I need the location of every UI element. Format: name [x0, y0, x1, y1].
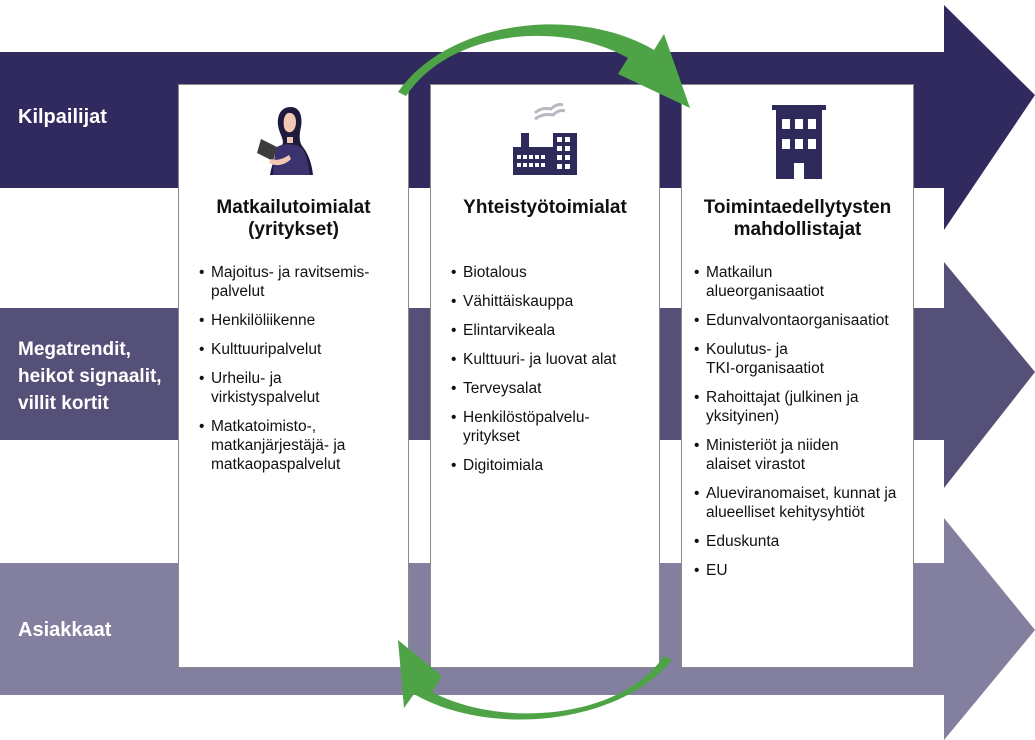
list-item-line: Elintarvikeala: [463, 322, 556, 339]
office-building-icon: [772, 105, 826, 179]
list-item-line: Urheilu- ja: [211, 370, 282, 387]
list-item: Urheilu- ja virkistyspalvelut: [199, 369, 400, 407]
list-item: Matkailun alueorganisaatiot: [694, 263, 909, 301]
column-title: Yhteistyötoimialat: [431, 197, 659, 219]
list-item-line: Digitoimiala: [463, 457, 544, 474]
column-title-line: Matkailutoimialat: [216, 197, 371, 218]
list-item-line: EU: [706, 562, 728, 579]
band-label-line: Asiakkaat: [18, 619, 112, 641]
column-toimintaedellytysten-mahdollistajat: Toimintaedellytysten mahdollistajat Matk…: [681, 84, 914, 668]
band-label-asiakkaat: Asiakkaat: [18, 618, 111, 642]
list-item: Koulutus- ja TKI-organisaatiot: [694, 340, 909, 378]
list-item: Ministeriöt ja niiden alaiset virastot: [694, 436, 909, 474]
column-title: Toimintaedellytysten mahdollistajat: [682, 197, 913, 241]
list-item: Alueviranomaiset, kunnat ja alueelliset k…: [694, 484, 909, 522]
list-item: Kulttuuri- ja luovat alat: [451, 350, 653, 369]
list-item: Henkilöstöpalvelu-yritykset: [451, 408, 653, 446]
band-label-megatrendit: Megatrendit, heikot signaalit, villit ko…: [18, 336, 162, 417]
list-item: Digitoimiala: [451, 456, 653, 475]
column-title-line: mahdollistajat: [733, 219, 862, 240]
list-item-line: yritykset: [463, 428, 520, 445]
list-item-line: palvelut: [211, 283, 265, 300]
band-label-line: Kilpailijat: [18, 106, 107, 128]
band-label-kilpailijat: Kilpailijat: [18, 105, 107, 129]
list-item: Terveysalat: [451, 379, 653, 398]
list-item: Rahoittajat (julkinen ja yksityinen): [694, 388, 909, 426]
list-item-line: TKI-organisaatiot: [706, 360, 825, 377]
list-item: Majoitus- ja ravitsemis-palvelut: [199, 263, 400, 301]
list-item-line: alueorganisaatiot: [706, 283, 825, 300]
list-item: Henkilöliikenne: [199, 311, 400, 330]
item-list: Majoitus- ja ravitsemis-palvelutHenkilöl…: [199, 263, 400, 484]
list-item-line: Kulttuuri- ja luovat alat: [463, 351, 617, 368]
list-item-line: alaiset virastot: [706, 456, 806, 473]
list-item-line: matkaopaspalvelut: [211, 456, 341, 473]
list-item-line: Rahoittajat (julkinen ja: [706, 389, 859, 406]
factory-icon: [513, 103, 577, 175]
list-item: Vähittäiskauppa: [451, 292, 653, 311]
list-item: Biotalous: [451, 263, 653, 282]
list-item-line: Kulttuuripalvelut: [211, 341, 322, 358]
band-label-line: Megatrendit,: [18, 339, 131, 360]
list-item: EU: [694, 561, 909, 580]
column-yhteistyotoimialat: Yhteistyötoimialat BiotalousVähittäiskau…: [430, 84, 660, 668]
list-item-line: Matkatoimisto-,: [211, 418, 317, 435]
list-item-line: Henkilöliikenne: [211, 312, 316, 329]
list-item-line: Koulutus- ja: [706, 341, 788, 358]
list-item: Kulttuuripalvelut: [199, 340, 400, 359]
band-label-line: villit kortit: [18, 393, 109, 414]
list-item-line: Vähittäiskauppa: [463, 293, 574, 310]
list-item-line: alueelliset kehitysyhtiöt: [706, 504, 865, 521]
list-item-line: matkanjärjestäjä- ja: [211, 437, 346, 454]
list-item-line: yksityinen): [706, 408, 780, 425]
list-item: Matkatoimisto-, matkanjärjestäjä- ja matka…: [199, 417, 400, 474]
list-item-line: Alueviranomaiset, kunnat ja: [706, 485, 897, 502]
column-title-line: Yhteistyötoimialat: [463, 197, 627, 218]
column-title: Matkailutoimialat (yritykset): [179, 197, 408, 241]
band-label-line: heikot signaalit,: [18, 366, 162, 387]
list-item-line: Eduskunta: [706, 533, 780, 550]
list-item-line: Henkilöstöpalvelu-: [463, 409, 590, 426]
list-item-line: Majoitus- ja ravitsemis-: [211, 264, 370, 281]
person-with-tablet-icon: [257, 107, 313, 175]
item-list: Matkailun alueorganisaatiotEdunvalvontaor…: [694, 263, 909, 590]
list-item: Edunvalvontaorganisaatiot: [694, 311, 909, 330]
list-item-line: virkistyspalvelut: [211, 389, 320, 406]
list-item: Eduskunta: [694, 532, 909, 551]
list-item-line: Biotalous: [463, 264, 527, 281]
list-item-line: Matkailun: [706, 264, 773, 281]
column-title-line: Toimintaedellytysten: [703, 197, 892, 218]
list-item-line: Ministeriöt ja niiden: [706, 437, 839, 454]
column-title-line: (yritykset): [248, 219, 339, 240]
item-list: BiotalousVähittäiskauppaElintarvikealaKu…: [451, 263, 653, 485]
column-matkailutoimialat: Matkailutoimialat (yritykset) Majoitus- …: [178, 84, 409, 668]
list-item-line: Edunvalvontaorganisaatiot: [706, 312, 889, 329]
list-item: Elintarvikeala: [451, 321, 653, 340]
list-item-line: Terveysalat: [463, 380, 542, 397]
